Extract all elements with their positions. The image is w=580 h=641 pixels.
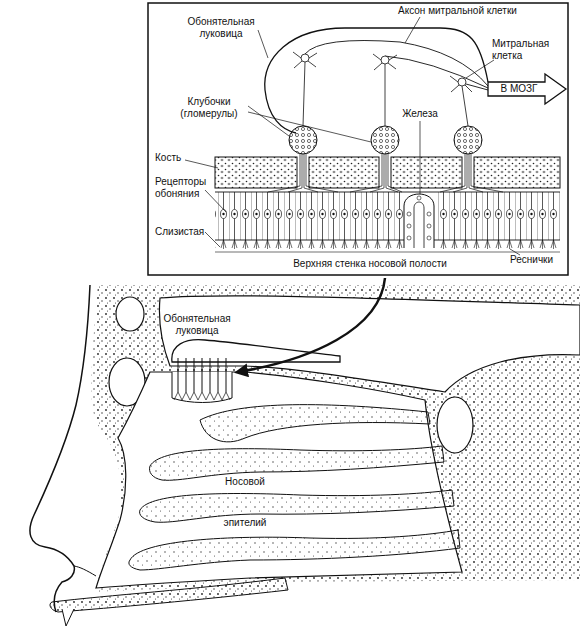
gland [404,194,434,248]
turbinates-part [129,530,460,570]
olfactory-epithelium-part [436,192,560,252]
glomeruli-part [289,126,317,154]
mitral-cells-part [381,56,389,64]
leader-lines-part [420,121,421,194]
epithelium-borders-part [215,240,560,241]
leader-lines-part [248,112,371,142]
inset [148,3,568,275]
bone-layer-part [215,157,297,188]
nasal-cavity [96,372,462,588]
leader-lines-part [258,30,268,58]
sphenoid-sinus [437,397,473,453]
mitral-cells-part [458,78,466,86]
nostril-line [74,566,96,576]
part-label: В МОЗГ [494,83,544,95]
gland-part [404,194,434,248]
part-label: Слизистая [155,226,211,238]
glomeruli-part [371,126,399,154]
mitral-cells [293,52,472,126]
gland-part-part [417,196,421,200]
bone-layer-part [474,157,560,188]
part-label: Кость [155,152,195,164]
olfactory-epithelium [215,192,560,252]
mitral-axons-part [305,41,488,87]
to-brain-arrow [488,74,566,104]
bone-layer [215,157,560,188]
part-label: Реснички [510,254,566,266]
olfactory-patch-part [178,358,226,392]
nerve-fibers-part [440,154,503,192]
gland-part-part [407,212,411,216]
palate [50,578,288,612]
nerve-fibers [268,154,503,192]
turbinates-part [150,446,445,480]
part-label: Верхняя стенка носовой полости [255,258,485,270]
mitral-cells-part [450,76,472,92]
gland-part-part [427,236,431,240]
leader-lines-part [185,160,218,168]
inset-frame [148,3,568,275]
turbinates [129,405,460,570]
tooth [62,609,74,626]
nerve-fibers-part [268,154,338,192]
olfactory-patch-part [174,392,230,400]
epithelium-borders [215,192,560,252]
part-label: Клубочки (гломерулы) [168,96,250,120]
olfactory-patch [172,358,232,403]
part-label: эпителий [212,517,278,529]
part-label: Митральная клетка [492,38,566,62]
part-label: Рецепторы обоняния [155,176,217,200]
frontal-sinus [116,297,144,331]
part-label: Железа [398,108,442,120]
leader-lines-part [248,106,289,136]
leader-lines [185,17,520,255]
zoom-arrow [238,278,385,372]
nerve-fibers-part [350,154,402,192]
epithelium-borders-part [215,252,560,253]
turbinates-part [140,490,454,522]
mitral-cells-part [373,54,397,70]
olfactory-epithelium-part [215,192,403,252]
head-section [30,278,580,626]
leader-lines-part [205,190,226,212]
turbinates-part [200,405,430,442]
bulb-outline [265,28,488,133]
gland-part-part [427,212,431,216]
part-label: Обонятельная луковица [156,313,238,337]
mitral-axons [305,41,488,91]
face-profile [30,285,90,612]
mitral-axons-part [385,56,488,88]
gland-part [407,196,431,240]
glomeruli-part [454,126,482,154]
part-label: Носовой [212,476,278,488]
mitral-cells-part [462,86,468,126]
mitral-cells-part [301,54,309,62]
epithelium-borders-part [215,192,560,193]
leader-lines-part [205,232,220,247]
mitral-cells-part [385,64,386,126]
mitral-cells-part [303,62,305,126]
part-label: Обонятельная луковица [180,16,262,40]
gland-part-part [427,224,431,228]
gland-part [414,202,424,248]
skull-bone [91,285,580,592]
bone-layer-part [391,157,462,188]
gland-part-part [407,236,411,240]
mitral-cells-part [293,52,317,68]
gland-part-part [407,224,411,228]
part-label: Аксон митральной клетки [398,5,566,17]
leader-lines-part [405,17,420,43]
glomeruli [289,126,482,154]
leader-lines-part [466,60,494,78]
bone-layer-part [309,157,379,188]
